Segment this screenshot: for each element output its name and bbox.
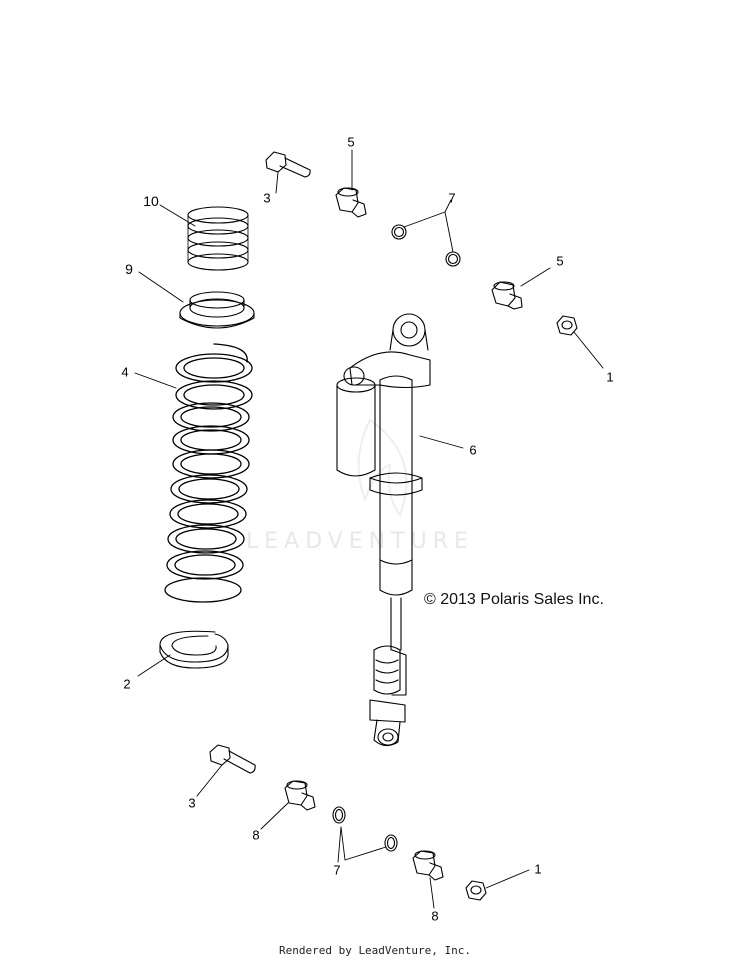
part-5-top-bushing <box>335 187 367 218</box>
copyright-notice: © 2013 Polaris Sales Inc. <box>424 591 604 608</box>
part-7-top-o-rings <box>391 224 461 267</box>
callout-5-top: 5 <box>347 134 355 150</box>
part-9-spring-retainer <box>179 291 255 329</box>
callout-5-right: 5 <box>556 253 564 269</box>
part-1-top-nut <box>556 315 578 336</box>
callout-1-bottom: 1 <box>534 861 542 877</box>
callout-4: 4 <box>121 364 129 380</box>
callout-7-bottom: 7 <box>333 862 341 878</box>
part-6-shock-absorber <box>336 313 431 747</box>
callout-2: 2 <box>123 676 131 692</box>
callout-8-bottom: 8 <box>431 908 439 924</box>
part-4-main-spring <box>164 343 253 603</box>
part-5-right-bushing <box>491 281 523 310</box>
callout-3-bottom: 3 <box>188 795 196 811</box>
callout-10: 10 <box>143 193 159 209</box>
callout-7-top: 7 <box>448 190 456 206</box>
callout-3-top: 3 <box>263 190 271 206</box>
part-10-crossover-spring <box>187 206 249 271</box>
leader-lines <box>134 149 604 909</box>
part-1-bottom-nut <box>465 880 487 901</box>
watermark-logo <box>357 419 408 516</box>
callout-6: 6 <box>469 442 477 458</box>
callout-1-top: 1 <box>606 369 614 385</box>
part-8-left-bushing <box>284 780 316 811</box>
part-7-bottom-o-rings <box>332 806 398 852</box>
watermark-text: LEADVENTURE <box>246 529 474 554</box>
part-3-top-bolt <box>265 151 311 178</box>
part-3-bottom-bolt <box>209 744 256 774</box>
part-8-bottom-bushing <box>412 850 444 881</box>
footer-credit: Rendered by LeadVenture, Inc. <box>278 944 472 957</box>
part-2-split-collar <box>159 630 229 669</box>
callout-9: 9 <box>125 261 133 277</box>
callout-8-left: 8 <box>252 827 260 843</box>
